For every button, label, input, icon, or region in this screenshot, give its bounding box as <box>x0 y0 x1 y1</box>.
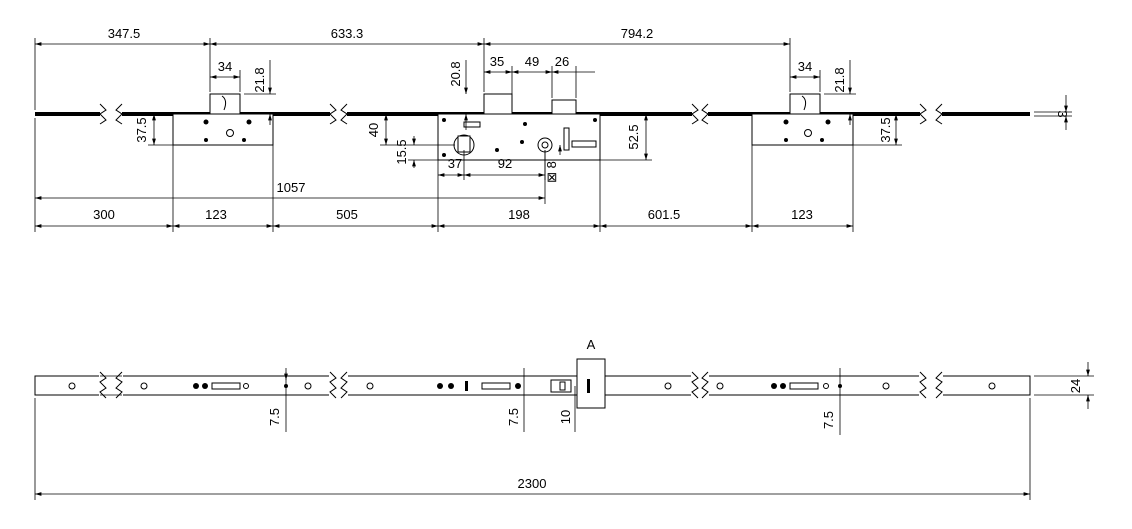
dim-633-3: 633.3 <box>331 26 364 41</box>
left-hook-lock <box>172 93 274 146</box>
overall-dims: 347.5 633.3 794.2 <box>34 26 791 110</box>
bar-width-dim: 24 <box>1034 362 1094 409</box>
total-length-dim: 2300 <box>34 398 1031 500</box>
bottom-view: A 7.5 7.5 10 7.5 24 2300 <box>34 337 1094 500</box>
segment-601-5: 601.5 <box>648 207 681 222</box>
backset-37: 37 <box>448 156 462 171</box>
slot-offset-right: 7.5 <box>821 411 836 429</box>
right-hook-lock <box>751 93 854 146</box>
slot-dims: 7.5 7.5 10 7.5 <box>267 368 841 435</box>
detail-dim-10: 10 <box>558 410 573 424</box>
top-view: 347.5 633.3 794.2 34 21.8 37.5 20.8 <box>34 26 1072 232</box>
case-height-52-5: 52.5 <box>626 124 641 149</box>
bar-thickness-3: 3 <box>1055 110 1070 117</box>
span-1057-dim: 1057 <box>35 150 546 204</box>
bar-width-24: 24 <box>1068 379 1083 393</box>
right-hook-height: 21.8 <box>832 67 847 92</box>
segment-123-left: 123 <box>205 207 227 222</box>
segment-198: 198 <box>508 207 530 222</box>
left-hook-height: 21.8 <box>252 67 267 92</box>
dim-794-2: 794.2 <box>621 26 654 41</box>
offset-35: 35 <box>490 54 504 69</box>
right-hook-dims: 34 21.8 37.5 <box>790 59 902 146</box>
bottom-bar <box>34 371 1031 399</box>
square-8: ⊠ 8 <box>544 161 559 183</box>
spindle-15-5: 15.5 <box>394 139 409 164</box>
segment-dims: 300 123 505 198 601.5 123 <box>34 118 854 232</box>
segment-505: 505 <box>336 207 358 222</box>
gearbox-height-40: 40 <box>366 123 381 137</box>
left-hook-width: 34 <box>218 59 232 74</box>
offset-49: 49 <box>525 54 539 69</box>
break-marks <box>99 103 943 125</box>
left-hook-body-height: 37.5 <box>134 117 149 142</box>
dim-347-5: 347.5 <box>108 26 141 41</box>
bar-features <box>68 358 996 409</box>
bolt-height: 20.8 <box>448 61 463 86</box>
span-1057: 1057 <box>277 180 306 195</box>
bar-thickness-dim: 3 <box>1034 95 1072 130</box>
offset-26: 26 <box>555 54 569 69</box>
gearbox-dims: 20.8 35 49 26 40 15.5 37 92 ⊠ 8 <box>366 54 652 183</box>
slot-offset-left: 7.5 <box>267 408 282 426</box>
detail-label-a: A <box>587 337 596 352</box>
right-hook-width: 34 <box>798 59 812 74</box>
gearbox <box>437 93 601 161</box>
slot-offset-mid: 7.5 <box>506 408 521 426</box>
right-hook-body-height: 37.5 <box>878 117 893 142</box>
total-length-2300: 2300 <box>518 476 547 491</box>
segment-300: 300 <box>93 207 115 222</box>
segment-123-right: 123 <box>791 207 813 222</box>
centres-92: 92 <box>498 156 512 171</box>
left-hook-dims: 34 21.8 37.5 <box>134 59 276 146</box>
